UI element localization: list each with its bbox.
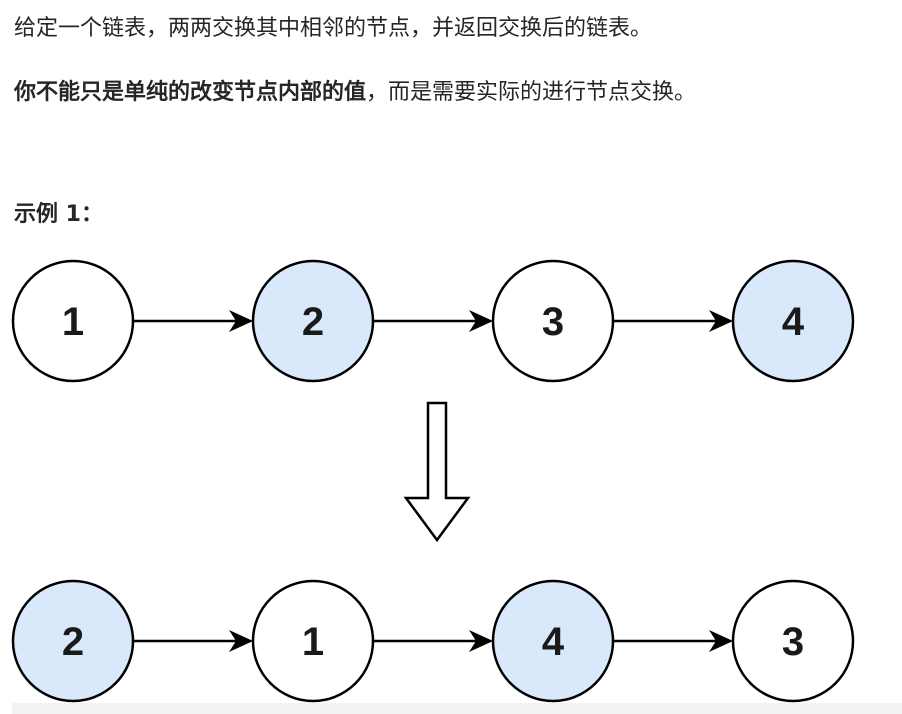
after-node: 2 <box>11 579 135 703</box>
before-list: 1 2 3 4 <box>11 259 855 383</box>
node-circle <box>491 579 615 703</box>
node-value: 1 <box>62 300 84 344</box>
before-node: 2 <box>251 259 375 383</box>
node-circle <box>251 579 375 703</box>
note-rest-text: ，而是需要实际的进行节点交换。 <box>366 80 697 105</box>
arrow-head-icon <box>229 630 253 652</box>
node-circle <box>251 259 375 383</box>
arrow-head-icon <box>469 630 493 652</box>
node-value: 2 <box>62 620 84 664</box>
before-node: 4 <box>731 259 855 383</box>
node-circle <box>491 259 615 383</box>
node-circle <box>11 579 135 703</box>
node-value: 4 <box>782 300 805 344</box>
node-value: 3 <box>542 300 564 344</box>
arrow-head-icon <box>709 310 733 332</box>
node-circle <box>11 259 135 383</box>
arrow-head-icon <box>709 630 733 652</box>
problem-note: 你不能只是单纯的改变节点内部的值，而是需要实际的进行节点交换。 <box>14 78 696 108</box>
node-value: 3 <box>782 620 804 664</box>
node-value: 2 <box>302 300 324 344</box>
example-code-block <box>12 703 902 714</box>
arrow-head-icon <box>229 310 253 332</box>
node-value: 1 <box>302 620 324 664</box>
before-node: 1 <box>11 259 135 383</box>
example-heading: 示例 1： <box>14 202 103 227</box>
arrow-head-icon <box>469 310 493 332</box>
down-arrow-icon <box>403 401 471 543</box>
problem-description: 给定一个链表，两两交换其中相邻的节点，并返回交换后的链表。 <box>14 16 653 41</box>
note-bold-text: 你不能只是单纯的改变节点内部的值 <box>14 80 367 105</box>
after-node: 1 <box>251 579 375 703</box>
after-list: 2 1 4 3 <box>11 579 855 703</box>
after-node: 3 <box>731 579 855 703</box>
after-node: 4 <box>491 579 615 703</box>
before-node: 3 <box>491 259 615 383</box>
node-circle <box>731 579 855 703</box>
node-value: 4 <box>542 620 565 664</box>
node-circle <box>731 259 855 383</box>
